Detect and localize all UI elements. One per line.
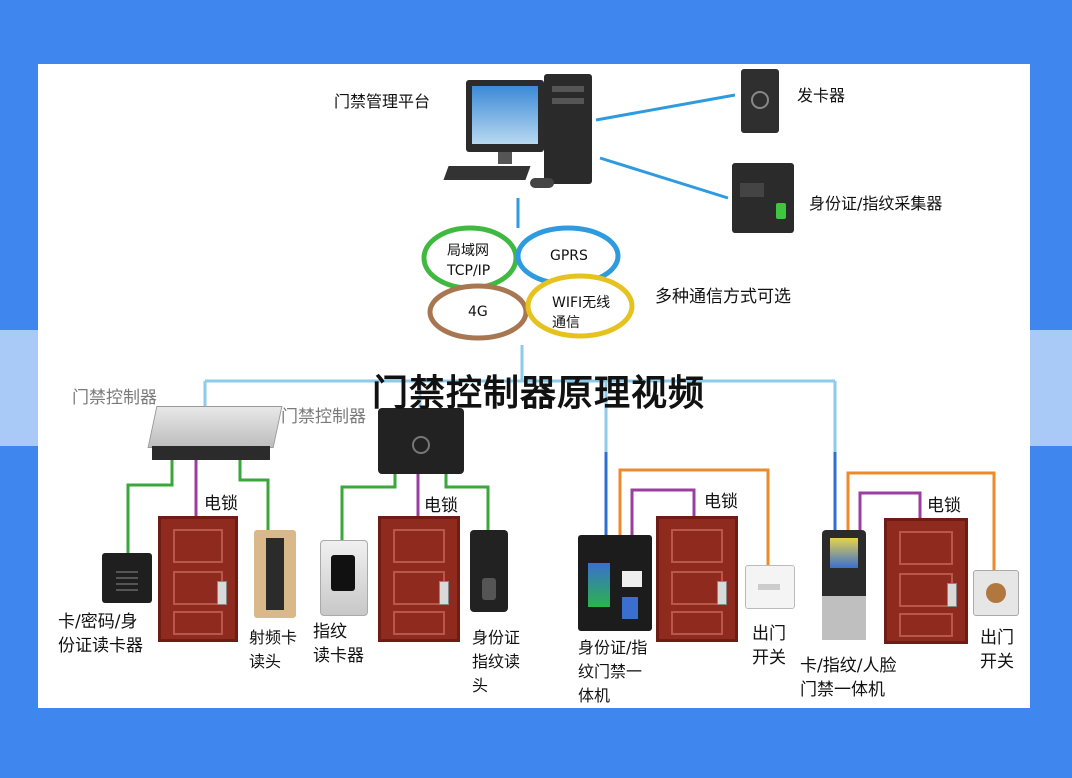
gprs-cloud-label: GPRS xyxy=(550,248,588,264)
lock-label-3: 电锁 xyxy=(704,492,738,512)
controller-1-icon xyxy=(147,406,283,462)
overlay-title: 门禁控制器原理视频 xyxy=(372,373,706,414)
rf-reader-label: 射频卡 读头 xyxy=(249,628,298,671)
rf-reader-icon xyxy=(254,530,296,618)
face-terminal-icon xyxy=(822,530,866,640)
fingerprint-reader-icon xyxy=(320,540,368,616)
keypad-reader-icon xyxy=(102,553,152,603)
fingerprint-collector-icon xyxy=(732,163,794,233)
fp-reader-label: 指纹 读卡器 xyxy=(313,622,364,666)
door-2 xyxy=(378,516,460,642)
id-fingerprint-terminal-icon xyxy=(578,535,652,631)
exit-switch-1-label: 出门 开关 xyxy=(752,624,786,668)
controller-2-icon xyxy=(378,408,464,474)
door-4 xyxy=(884,518,968,644)
wifi-cloud-label: WIFI无线 通信 xyxy=(552,295,611,331)
platform-label: 门禁管理平台 xyxy=(334,92,431,111)
lan-cloud-label: 局域网 TCP/IP xyxy=(447,243,491,279)
id-fingerprint-reader-icon xyxy=(470,530,508,612)
lock-label-1: 电锁 xyxy=(204,494,238,514)
card-issuer-label: 发卡器 xyxy=(797,86,846,105)
pc-to-collector-line xyxy=(599,156,729,200)
card-pwd-reader-label: 卡/密码/身 份证读卡器 xyxy=(58,612,143,656)
exit-switch-2-icon xyxy=(973,570,1019,616)
4g-cloud xyxy=(427,283,529,341)
exit-switch-2-label: 出门 开关 xyxy=(980,628,1014,672)
door-3 xyxy=(656,516,738,642)
lock-label-4: 电锁 xyxy=(927,496,961,516)
controller-label-2: 门禁控制器 xyxy=(281,407,366,427)
computer-icon xyxy=(443,72,596,192)
id-fp-reader-label: 身份证 指纹读 头 xyxy=(472,628,521,695)
face-terminal-label: 卡/指纹/人脸 门禁一体机 xyxy=(800,656,897,700)
collector-label: 身份证/指纹采集器 xyxy=(809,194,943,213)
exit-switch-1-icon xyxy=(745,565,795,609)
comm-label: 多种通信方式可选 xyxy=(655,287,791,307)
controller-label-1: 门禁控制器 xyxy=(72,388,157,408)
card-issuer-icon xyxy=(741,69,779,133)
wifi-cloud xyxy=(525,273,635,339)
id-fp-terminal-label: 身份证/指 纹门禁一 体机 xyxy=(578,638,648,705)
pc-to-card-issuer-line xyxy=(595,93,736,122)
lock-label-2: 电锁 xyxy=(424,496,458,516)
door-1 xyxy=(158,516,238,642)
4g-cloud-label: 4G xyxy=(468,304,488,320)
